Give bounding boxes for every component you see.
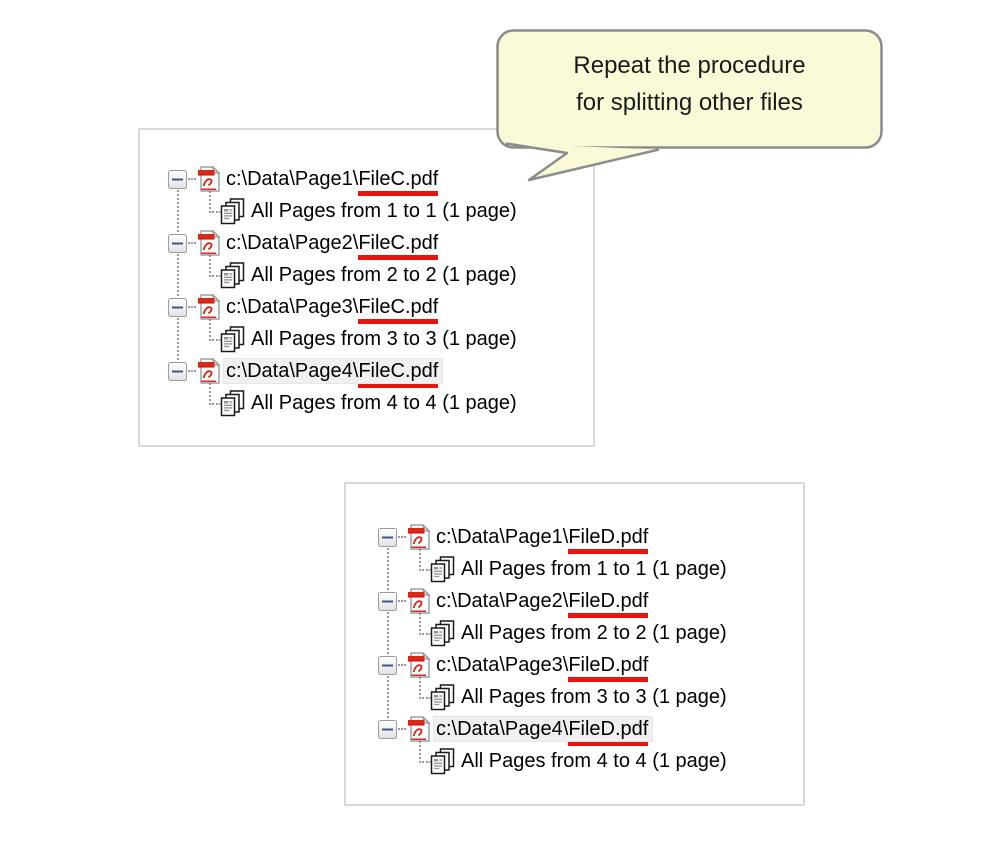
tree-item-label: c:\Data\Page4\FileD.pdf [432,716,654,746]
path-prefix: c:\Data\Page4\ [226,360,359,382]
filename-underlined: FileC.pdf [358,360,439,388]
tree-item-label: c:\Data\Page1\FileD.pdf [434,525,652,554]
callout-text: Repeat the procedure for splitting other… [497,47,882,121]
minus-expand-icon[interactable] [378,719,397,739]
path-prefix: c:\Data\Page2\ [436,590,569,612]
tree-connector-dash [188,178,196,180]
page-range-label: All Pages from 4 to 4 (1 page) [461,750,727,772]
path-prefix: c:\Data\Page3\ [436,654,569,676]
minus-expand-icon[interactable] [378,655,397,675]
bubble-tail [505,142,660,182]
minus-expand-icon[interactable] [168,169,187,189]
tree-item-pdf[interactable]: c:\Data\Page3\FileD.pdf [378,649,803,682]
tree-connector-dash [398,536,406,538]
tree-connector-dash [398,728,406,730]
tree-item-pages[interactable]: All Pages from 4 to 4 (1 page) [168,380,593,419]
path-prefix: c:\Data\Page1\ [436,526,569,548]
filename-underlined: FileC.pdf [358,296,439,324]
page-range-label: All Pages from 1 to 1 (1 page) [251,200,517,222]
path-prefix: c:\Data\Page1\ [226,168,359,190]
minus-expand-icon[interactable] [168,297,187,317]
stacked-pages-icon [430,747,455,774]
stacked-pages-icon [430,619,455,646]
tree-item-label: c:\Data\Page2\FileD.pdf [434,589,652,618]
path-prefix: c:\Data\Page4\ [436,718,569,740]
tree-item-pages[interactable]: All Pages from 1 to 1 (1 page) [168,188,593,227]
tree-item-pdf[interactable]: c:\Data\Page4\FileC.pdf [168,355,593,388]
pdf-file-icon [198,230,220,256]
page-range-label: All Pages from 3 to 3 (1 page) [461,686,727,708]
tree-connector-dash [188,370,196,372]
tree-item-pdf[interactable]: c:\Data\Page2\FileC.pdf [168,227,593,260]
tree-item-pages[interactable]: All Pages from 3 to 3 (1 page) [168,316,593,355]
stacked-pages-icon [220,325,245,352]
tree-item-pages[interactable]: All Pages from 4 to 4 (1 page) [378,738,803,777]
tree-item-pdf[interactable]: c:\Data\Page1\FileD.pdf [378,521,803,554]
tree-item-label: c:\Data\Page3\FileC.pdf [224,295,442,324]
filename-underlined: FileD.pdf [568,654,649,682]
minus-expand-icon[interactable] [378,591,397,611]
tree-connector-dash [188,306,196,308]
minus-expand-icon[interactable] [378,527,397,547]
tree-connector-dash [398,600,406,602]
tree-item-pages[interactable]: All Pages from 2 to 2 (1 page) [168,252,593,291]
filed-panel: c:\Data\Page1\FileD.pdf All Pages from 1… [344,482,805,806]
tree-connector-dash [188,242,196,244]
page-range-label: All Pages from 2 to 2 (1 page) [251,264,517,286]
path-prefix: c:\Data\Page2\ [226,232,359,254]
page-range-label: All Pages from 1 to 1 (1 page) [461,558,727,580]
tree-connector-dash [398,664,406,666]
tree-item-pdf[interactable]: c:\Data\Page3\FileC.pdf [168,291,593,324]
speech-bubble [496,29,883,182]
callout-line-2: for splitting other files [576,89,803,116]
stacked-pages-icon [430,683,455,710]
stacked-pages-icon [220,389,245,416]
minus-expand-icon[interactable] [168,233,187,253]
pdf-file-icon [198,166,220,192]
tree-item-pdf[interactable]: c:\Data\Page4\FileD.pdf [378,713,803,746]
stacked-pages-icon [220,261,245,288]
callout-line-1: Repeat the procedure [573,52,806,79]
path-prefix: c:\Data\Page3\ [226,296,359,318]
pdf-file-icon [198,294,220,320]
page-range-label: All Pages from 2 to 2 (1 page) [461,622,727,644]
stacked-pages-icon [430,555,455,582]
tree-item-pages[interactable]: All Pages from 3 to 3 (1 page) [378,674,803,713]
filename-underlined: FileD.pdf [568,526,649,554]
filec-treeview: c:\Data\Page1\FileC.pdf All Pages from 1… [140,130,593,419]
stacked-pages-icon [220,197,245,224]
page-range-label: All Pages from 4 to 4 (1 page) [251,392,517,414]
filec-panel: c:\Data\Page1\FileC.pdf All Pages from 1… [138,128,595,447]
filename-underlined: FileC.pdf [358,168,439,196]
filename-underlined: FileC.pdf [358,232,439,260]
minus-expand-icon[interactable] [168,361,187,381]
pdf-file-icon [408,524,430,550]
tree-item-label: c:\Data\Page4\FileC.pdf [222,358,444,388]
pdf-file-icon [198,358,220,384]
page-range-label: All Pages from 3 to 3 (1 page) [251,328,517,350]
tree-item-pages[interactable]: All Pages from 1 to 1 (1 page) [378,546,803,585]
tree-item-label: c:\Data\Page1\FileC.pdf [224,167,442,196]
pdf-file-icon [408,716,430,742]
tree-item-pdf[interactable]: c:\Data\Page1\FileC.pdf [168,163,593,196]
tree-item-pdf[interactable]: c:\Data\Page2\FileD.pdf [378,585,803,618]
filed-treeview: c:\Data\Page1\FileD.pdf All Pages from 1… [346,484,803,777]
tree-item-label: c:\Data\Page2\FileC.pdf [224,231,442,260]
pdf-file-icon [408,652,430,678]
tree-item-label: c:\Data\Page3\FileD.pdf [434,653,652,682]
filename-underlined: FileD.pdf [568,718,649,746]
filename-underlined: FileD.pdf [568,590,649,618]
tree-item-pages[interactable]: All Pages from 2 to 2 (1 page) [378,610,803,649]
pdf-file-icon [408,588,430,614]
